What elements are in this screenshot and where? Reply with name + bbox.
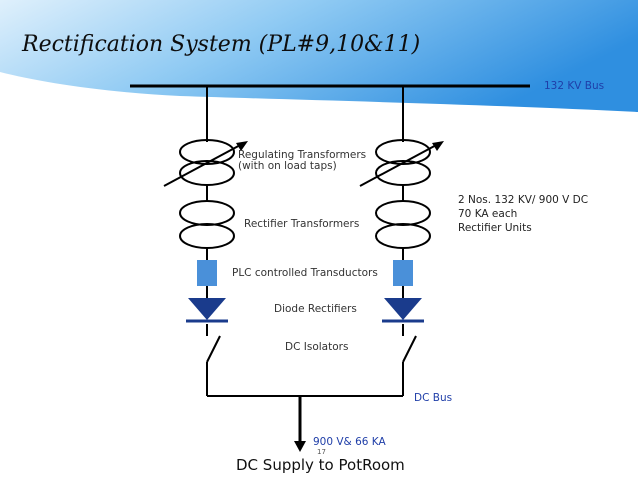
- page-number: 17: [317, 448, 326, 456]
- output-rating-label: 900 V& 66 KA: [313, 436, 386, 448]
- rectifier-transformers-label: Rectifier Transformers: [244, 218, 360, 230]
- diode-rectifiers-label: Diode Rectifiers: [274, 303, 357, 315]
- rectifier-units-note-line1: 2 Nos. 132 KV/ 900 V DC: [458, 194, 589, 206]
- transductor-left: [197, 260, 217, 286]
- dc-bus-label: DC Bus: [414, 392, 453, 404]
- rectifier-transformer-left-upper: [179, 200, 235, 226]
- rectifier-unit-right: [375, 86, 431, 396]
- transductor-right: [393, 260, 413, 286]
- rectifier-transformer-right-lower: [375, 223, 431, 249]
- bus-132kv-label: 132 KV Bus: [544, 80, 605, 92]
- regulating-transformers-label-line1: Regulating Transformers: [238, 149, 367, 161]
- page-title: Rectification System (PL#9,10&11): [22, 32, 421, 57]
- regulating-arrow-left: [163, 141, 248, 187]
- plc-transductors-label: PLC controlled Transductors: [232, 267, 378, 279]
- dc-output-arrowhead: [294, 441, 306, 452]
- dc-supply-label: DC Supply to PotRoom: [236, 456, 405, 474]
- regulating-arrow-right: [359, 141, 444, 187]
- rectifier-units-note-line2: 70 KA each: [458, 208, 518, 220]
- regulating-transformers-label-line2: (with on load taps): [238, 160, 337, 172]
- rectifier-unit-left: [179, 86, 235, 396]
- regulating-transformers-label: Regulating Transformers (with on load ta…: [238, 150, 366, 172]
- rectifier-units-note: 2 Nos. 132 KV/ 900 V DC 70 KA each Recti…: [458, 193, 588, 235]
- diode-left: [186, 298, 228, 323]
- rectifier-transformer-left-lower: [179, 223, 235, 249]
- header-band: [0, 0, 638, 112]
- diode-right: [382, 298, 424, 323]
- rectifier-units-note-line3: Rectifier Units: [458, 222, 532, 234]
- dc-isolators-label: DC Isolators: [285, 341, 349, 353]
- dc-isolator-left-blade: [206, 335, 221, 363]
- rectifier-transformer-right-upper: [375, 200, 431, 226]
- dc-isolator-right-blade: [402, 335, 417, 363]
